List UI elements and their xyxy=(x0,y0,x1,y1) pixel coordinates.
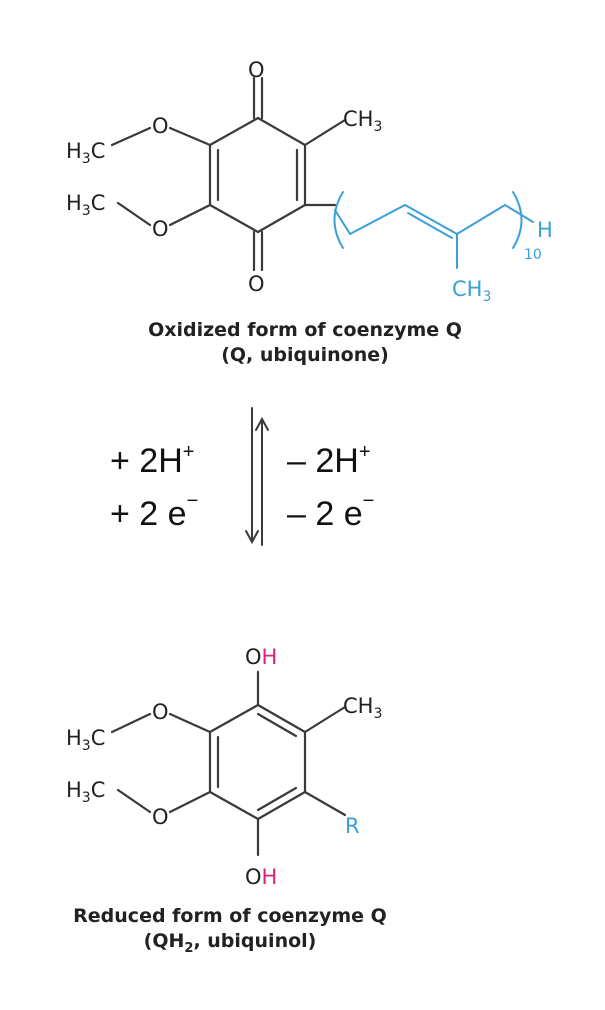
tail-bond xyxy=(334,209,351,235)
left-add-protons: + 2H+ xyxy=(110,441,194,480)
oxygen-methoxy-1: O xyxy=(152,114,169,138)
ubiquinol-structure: OH OH O O H3C H3C CH3 R Reduced form of … xyxy=(66,645,387,956)
tail-bond xyxy=(504,204,534,223)
arrow-up-head xyxy=(255,416,269,431)
ring-bond xyxy=(256,203,307,234)
ring-bond xyxy=(256,790,307,821)
ring-bond xyxy=(208,703,260,734)
methoxy-bond xyxy=(116,201,152,227)
methyl-ch3: CH3 xyxy=(343,694,382,722)
tail-terminal-h: H xyxy=(537,218,553,242)
oxygen-methoxy-2: O xyxy=(152,217,169,241)
repeat-bracket-left xyxy=(333,191,344,249)
ring-bond xyxy=(208,116,260,147)
aromatic-inner-bond xyxy=(256,712,298,738)
tail-bond xyxy=(349,204,406,235)
methyl-bond xyxy=(303,118,347,147)
oxygen-methoxy-1: O xyxy=(152,700,169,724)
oxygen-bottom: O xyxy=(248,272,265,296)
atom-labels: OH OH O O H3C H3C CH3 R xyxy=(66,645,382,889)
arrow-down-head xyxy=(245,530,259,545)
methoxy-bond xyxy=(110,712,152,734)
tail-methyl-ch3: CH3 xyxy=(452,277,491,305)
repeat-count: 10 xyxy=(524,247,542,263)
oxygen-methoxy-2: O xyxy=(152,805,169,829)
ring-bond xyxy=(256,703,307,734)
methyl-h3c-2: H3C xyxy=(66,778,105,806)
r-group-label: R xyxy=(345,814,360,838)
hydroxyl-bottom: OH xyxy=(245,865,277,889)
repeat-bracket-right xyxy=(512,191,523,249)
reduced-caption-subtitle: (QH2, ubiquinol) xyxy=(144,930,317,956)
methyl-h3c-2: H3C xyxy=(66,191,105,219)
methyl-ch3: CH3 xyxy=(343,107,382,135)
methoxy-bond xyxy=(168,790,212,814)
equilibrium-arrows xyxy=(245,407,269,546)
methyl-h3c-1: H3C xyxy=(66,726,105,754)
ubiquinone-structure: O O O O H3C H3C CH3 CH3 H 10 Oxidized fo… xyxy=(66,58,553,366)
aromatic-inner-bond xyxy=(256,786,298,812)
tail-double-bond-inner xyxy=(407,212,453,239)
oxidized-caption-subtitle: (Q, ubiquinone) xyxy=(221,344,389,366)
quinone-ring xyxy=(110,76,347,272)
isoprenoid-tail xyxy=(333,191,534,269)
hydroxyl-top: OH xyxy=(245,645,277,669)
oxidized-caption-title: Oxidized form of coenzyme Q xyxy=(148,319,462,341)
ring-bond xyxy=(208,203,260,234)
ring-bond xyxy=(256,116,307,147)
methoxy-bond xyxy=(168,203,212,227)
right-remove-protons: – 2H+ xyxy=(287,441,371,480)
tail-bond xyxy=(456,204,506,235)
reduced-caption-title: Reduced form of coenzyme Q xyxy=(73,905,387,927)
oxygen-top: O xyxy=(248,58,265,82)
ring-bond xyxy=(208,790,260,821)
right-remove-electrons: – 2 e− xyxy=(287,490,374,533)
r-group-bond xyxy=(303,790,347,817)
atom-labels: O O O O H3C H3C CH3 CH3 H 10 xyxy=(66,58,553,305)
methoxy-bond xyxy=(168,126,212,147)
methoxy-bond xyxy=(116,788,152,814)
methyl-bond xyxy=(303,705,347,734)
methoxy-bond xyxy=(110,126,152,147)
redox-equilibrium: + 2H+ + 2 e− – 2H+ – 2 e− xyxy=(110,407,374,546)
methoxy-bond xyxy=(168,712,212,734)
methyl-h3c-1: H3C xyxy=(66,139,105,167)
hydroquinone-ring xyxy=(110,670,347,857)
tail-bond xyxy=(404,204,458,235)
left-add-electrons: + 2 e− xyxy=(110,490,198,533)
